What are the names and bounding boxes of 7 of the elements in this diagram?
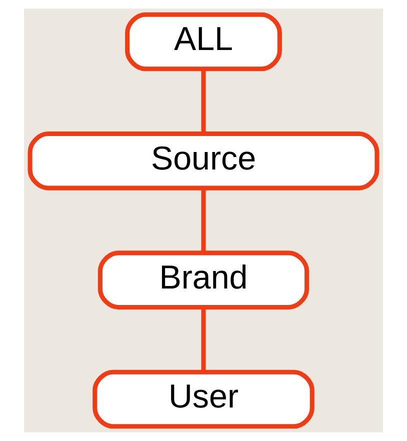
node-box: Brand [98,250,310,310]
connector [201,188,206,253]
node-box: Source [28,132,380,190]
connector [201,307,206,372]
node-box: ALL [125,12,282,72]
node-box: User [92,370,314,429]
connector [201,69,206,134]
